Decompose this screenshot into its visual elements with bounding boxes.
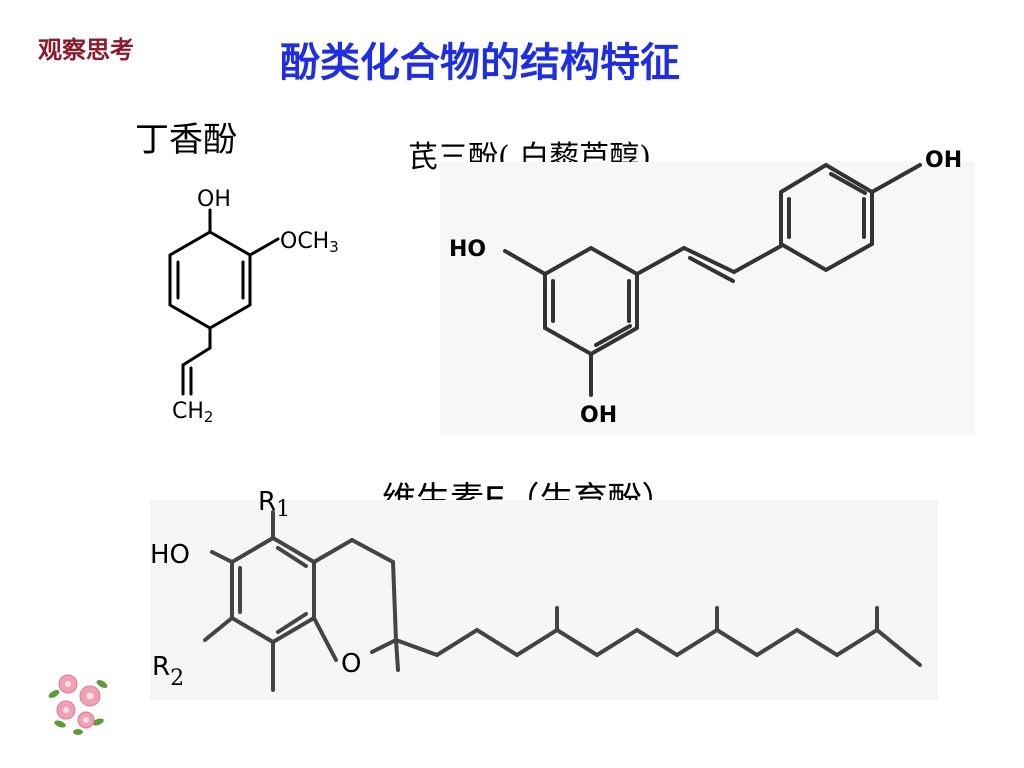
eugenol-och3-label: OCH3	[280, 229, 339, 256]
section-tag: 观察思考	[38, 36, 134, 64]
eugenol-caption: 丁香酚	[135, 120, 237, 160]
flower-icon	[48, 674, 108, 735]
vitamin-e-r2-label: R2	[152, 652, 184, 691]
eugenol-oh-label: OH	[197, 187, 231, 212]
vitamin-e-ring-o-label: O	[341, 649, 361, 679]
resveratrol-oh-bottom-label: OH	[580, 403, 617, 428]
eugenol-structure: OH OCH3 CH2	[168, 187, 339, 426]
resveratrol-structure: OH HO OH	[440, 148, 975, 435]
eugenol-ch2-label: CH2	[172, 399, 213, 426]
vitamin-e-ho-label: HO	[150, 540, 190, 570]
vitamin-e-r1-label: R1	[258, 487, 290, 522]
resveratrol-ho-left-label: HO	[449, 237, 486, 262]
resveratrol-oh-top-label: OH	[925, 148, 962, 173]
slide-title: 酚类化合物的结构特征	[280, 40, 680, 86]
vitamin-e-structure: R1 HO R2 O	[150, 487, 938, 700]
